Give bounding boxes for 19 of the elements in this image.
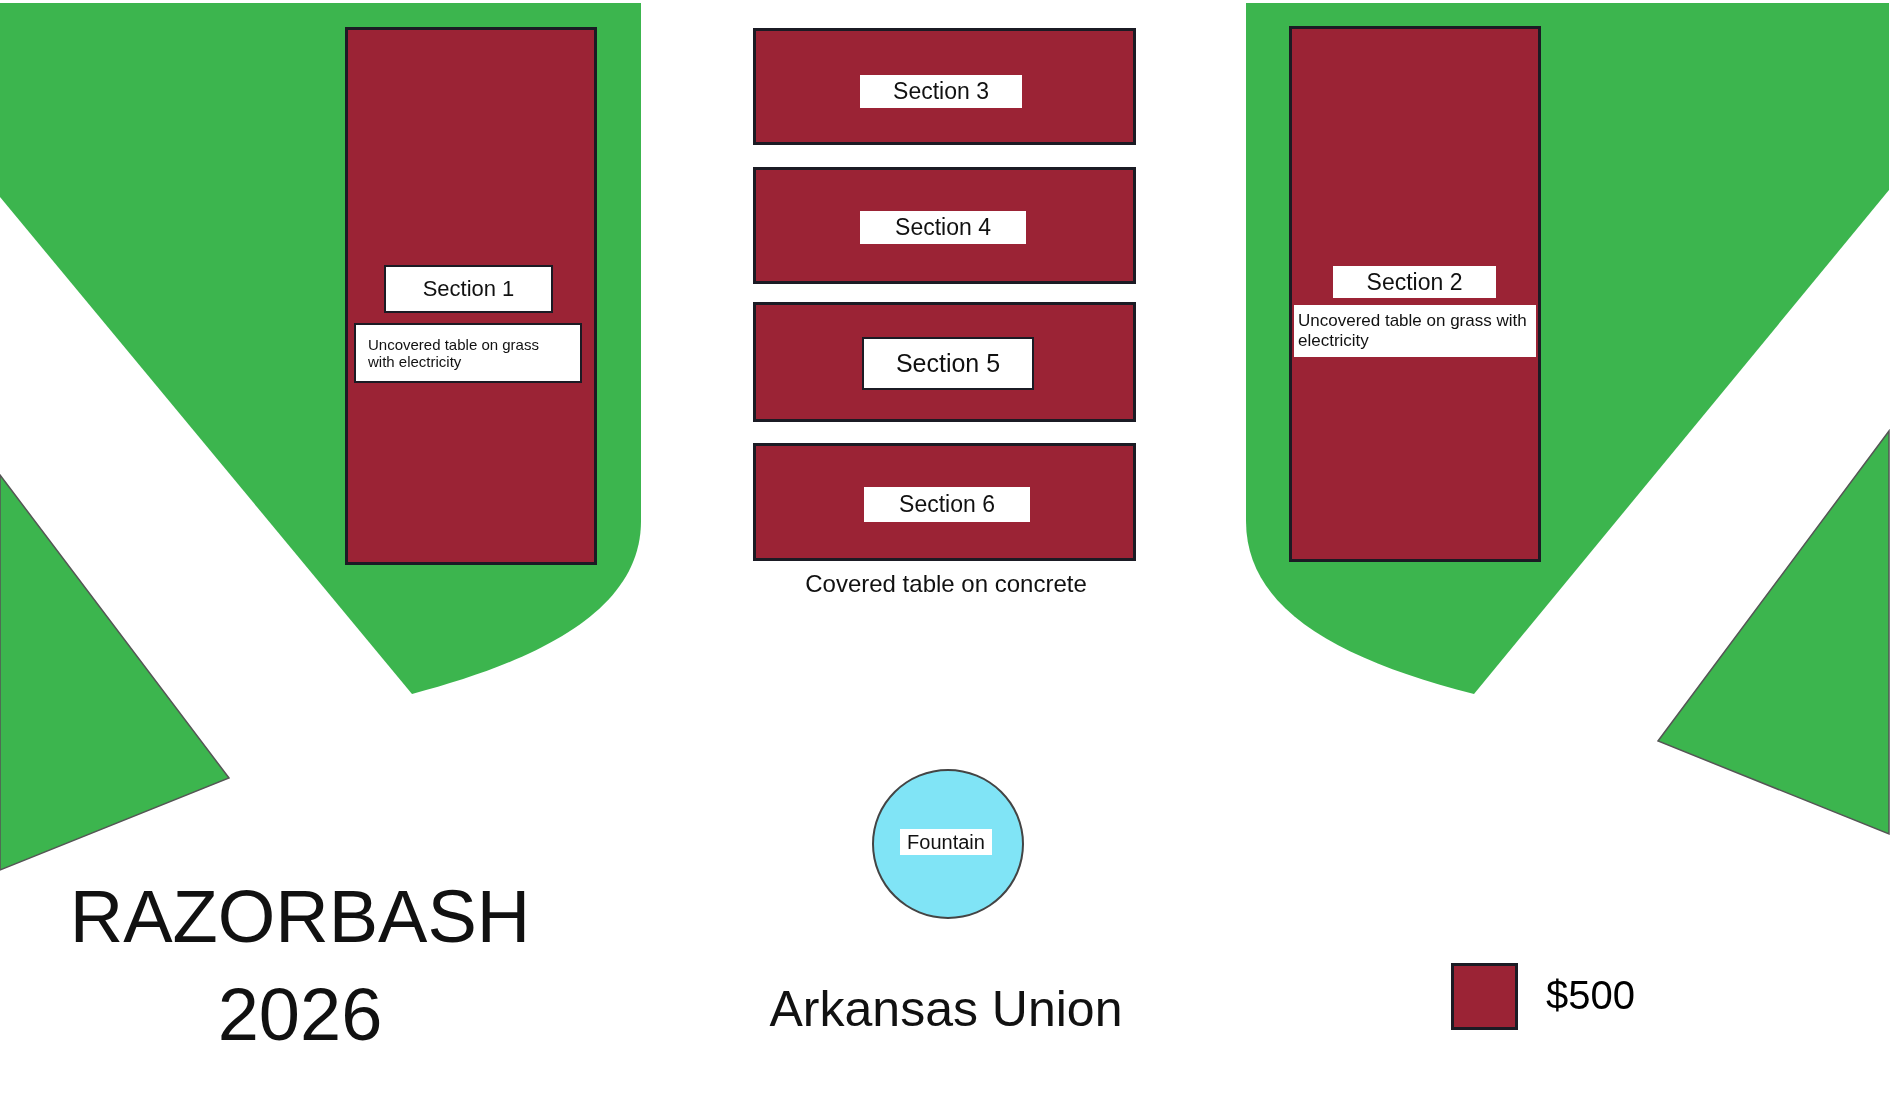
description-label: Uncovered table on grass with electricity [1294, 305, 1536, 357]
section-area [753, 302, 1136, 422]
section-label: Section 6 [864, 487, 1030, 522]
section-label: Section 3 [860, 75, 1022, 108]
section-area [753, 167, 1136, 284]
section-label: Section 1 [384, 265, 553, 313]
description-label: Uncovered table on grass with electricity [354, 323, 582, 383]
event-title: RAZORBASH 2026 [68, 874, 532, 1058]
legend-label: $500 [1546, 973, 1635, 1018]
section-label: Fountain [900, 829, 992, 855]
section-area [1289, 26, 1541, 562]
section-area [753, 443, 1136, 561]
section-label: Section 5 [862, 337, 1034, 390]
section-label: Section 2 [1333, 266, 1496, 298]
caption-text: Covered table on concrete [804, 570, 1088, 598]
section-area [345, 27, 597, 565]
section-area [753, 28, 1136, 145]
section-label: Section 4 [860, 211, 1026, 244]
place-name: Arkansas Union [768, 980, 1124, 1038]
